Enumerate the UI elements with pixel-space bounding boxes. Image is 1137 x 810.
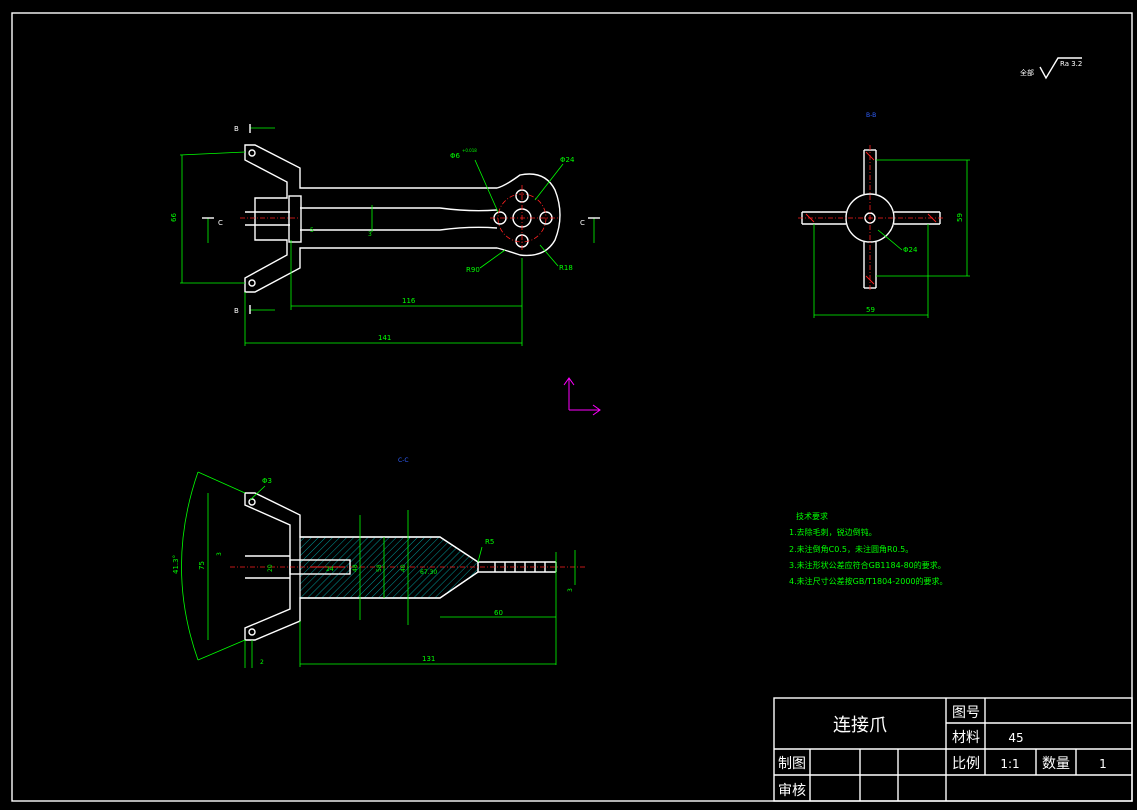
scale-label: 比例 — [952, 756, 980, 772]
sec-dim-75: 75 — [198, 561, 206, 570]
side-view: B-B 59 59 Φ24 — [798, 112, 970, 318]
dim-116: 116 — [402, 297, 416, 305]
part-name: 连接爪 — [833, 715, 887, 736]
section-view-cc: C-C 41.3° 75 3 Φ3 20 24 48 58 4 — [172, 457, 585, 668]
sec-dim-r5: R5 — [485, 538, 494, 546]
tech-req-item-4: 4.未注尺寸公差按GB/T1804-2000的要求。 — [789, 576, 948, 586]
qty-label: 数量 — [1042, 756, 1070, 772]
sec-dim-right-3: 3 — [567, 588, 574, 592]
sec-dim-24: 24 — [326, 566, 334, 573]
tech-req-title: 技术要求 — [796, 511, 828, 521]
sec-dim-3: 3 — [216, 552, 223, 556]
sec-dim-60: 60 — [494, 609, 503, 617]
ucs-icon — [563, 377, 601, 416]
sec-dim-67: 67.30 — [420, 569, 437, 576]
draw-label: 制图 — [778, 756, 806, 772]
section-label-cc: C-C — [398, 457, 409, 464]
sec-dim-20: 20 — [267, 564, 274, 572]
dim-phi6: Φ6 — [450, 152, 461, 160]
drawing-no-label: 图号 — [952, 705, 980, 721]
scale-value: 1:1 — [1000, 757, 1019, 771]
technical-requirements: 技术要求 1.去除毛刺，锐边倒钝。 2.未注倒角C0.5，未注圆角R0.5。 3… — [789, 511, 948, 586]
surface-finish-value: Ra 3.2 — [1060, 60, 1082, 68]
dim-r90: R90 — [466, 266, 480, 274]
section-mark-b-top: B — [234, 125, 239, 133]
sec-dim-2: 2 — [260, 659, 264, 666]
side-dim-59v: 59 — [956, 213, 964, 222]
dim-phi6-tol: +0.018 — [462, 148, 477, 153]
dim-phi24: Φ24 — [560, 156, 575, 164]
check-label: 审核 — [778, 783, 806, 799]
dim-66: 66 — [170, 213, 178, 222]
surface-finish-mark: 全部 Ra 3.2 — [1020, 57, 1082, 80]
title-block: 连接爪 图号 材料 45 制图 审核 比例 1:1 数量 1 — [773, 697, 1133, 802]
sec-dim-phi3: Φ3 — [262, 477, 272, 485]
sec-dim-131: 131 — [422, 655, 435, 663]
tech-req-item-1: 1.去除毛刺，锐边倒钝。 — [789, 527, 877, 537]
surface-finish-prefix: 全部 — [1020, 68, 1034, 77]
sec-dim-58: 58 — [376, 564, 383, 572]
dim-141: 141 — [378, 334, 391, 342]
dim-5: 5 — [310, 227, 314, 234]
tech-req-item-3: 3.未注形状公差应符合GB1184-80的要求。 — [789, 560, 946, 570]
sec-dim-40: 40 — [400, 564, 407, 572]
material-value: 45 — [1008, 731, 1023, 745]
material-label: 材料 — [952, 730, 980, 746]
dim-r18: R18 — [559, 264, 573, 272]
section-label-bb: B-B — [866, 112, 876, 119]
drawing-border — [11, 12, 1133, 802]
dim-3: 3 — [368, 231, 372, 238]
sec-dim-angle: 41.3° — [172, 555, 180, 574]
qty-value: 1 — [1099, 757, 1107, 771]
sec-dim-48: 48 — [352, 564, 359, 572]
front-view: 66 116 141 5 3 Φ6 +0.018 Φ24 R90 R18 B B… — [170, 124, 600, 346]
section-mark-b-bottom: B — [234, 307, 239, 315]
tech-req-item-2: 2.未注倒角C0.5，未注圆角R0.5。 — [789, 544, 913, 554]
side-dim-59h: 59 — [866, 306, 875, 314]
side-dim-phi24: Φ24 — [903, 246, 918, 254]
section-mark-c-right: C — [580, 219, 585, 227]
section-mark-c-left: C — [218, 219, 223, 227]
